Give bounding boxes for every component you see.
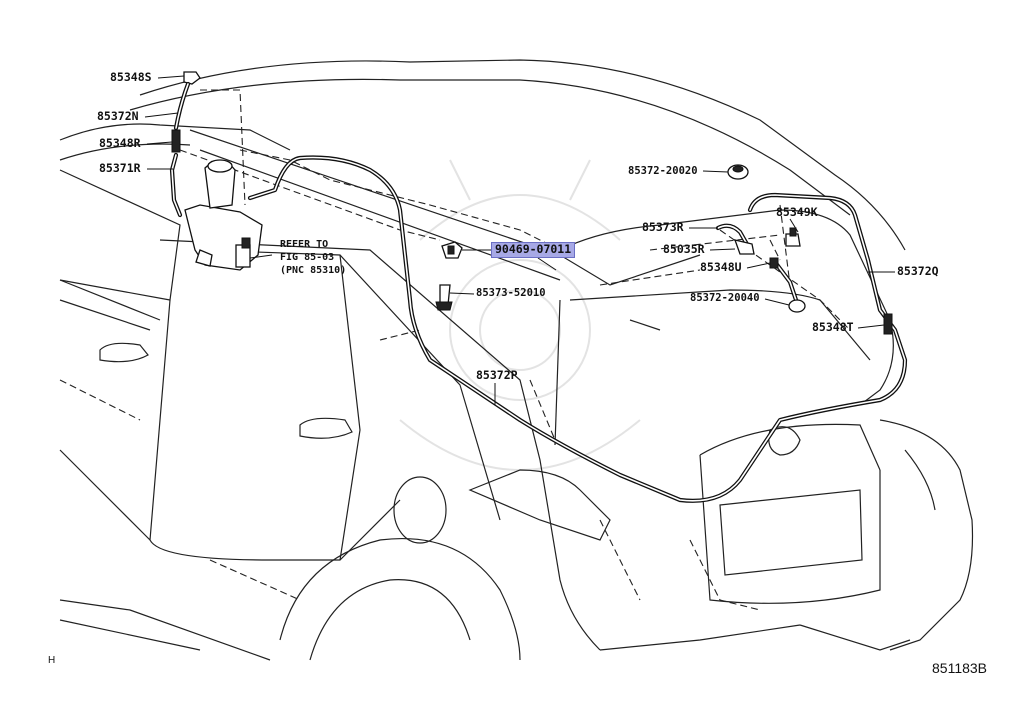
rear-nozzle-parts <box>715 164 893 335</box>
hidden-lines <box>59 89 851 611</box>
refer-line-3: (PNC 85310) <box>280 265 347 276</box>
vehicle-body-outline <box>59 59 974 661</box>
callout-85373-52010[interactable]: 85373-52010 <box>476 287 546 299</box>
callout-85372-20020[interactable]: 85372-20020 <box>628 165 698 177</box>
callout-85349K[interactable]: 85349K <box>776 205 818 219</box>
callout-90469-07011[interactable]: 90469-07011 <box>491 242 576 258</box>
callout-85372N[interactable]: 85372N <box>97 109 139 123</box>
washer-hose-route <box>247 155 908 503</box>
callout-85348T[interactable]: 85348T <box>812 320 854 334</box>
callout-85372-20040[interactable]: 85372-20040 <box>690 292 760 304</box>
callout-85348U[interactable]: 85348U <box>700 260 742 274</box>
center-parts <box>435 241 463 311</box>
refer-line-2: FIG 85-03 <box>280 252 335 263</box>
footer-left-mark: H <box>48 655 56 666</box>
callout-85035R[interactable]: 85035R <box>663 242 705 256</box>
callout-85372P[interactable]: 85372P <box>476 368 518 382</box>
refer-line-1: REFER TO <box>280 239 329 250</box>
callout-85372Q[interactable]: 85372Q <box>897 264 939 278</box>
callout-85371R[interactable]: 85371R <box>99 161 141 175</box>
refer-note: REFER TO FIG 85-03 (PNC 85310) <box>280 238 346 277</box>
callout-85348S[interactable]: 85348S <box>110 70 152 84</box>
washer-tank-assembly <box>169 71 273 271</box>
leader-lines <box>144 75 895 405</box>
callout-85348R[interactable]: 85348R <box>99 136 141 150</box>
figure-code: 851183B <box>932 660 988 676</box>
callout-85373R[interactable]: 85373R <box>642 220 684 234</box>
